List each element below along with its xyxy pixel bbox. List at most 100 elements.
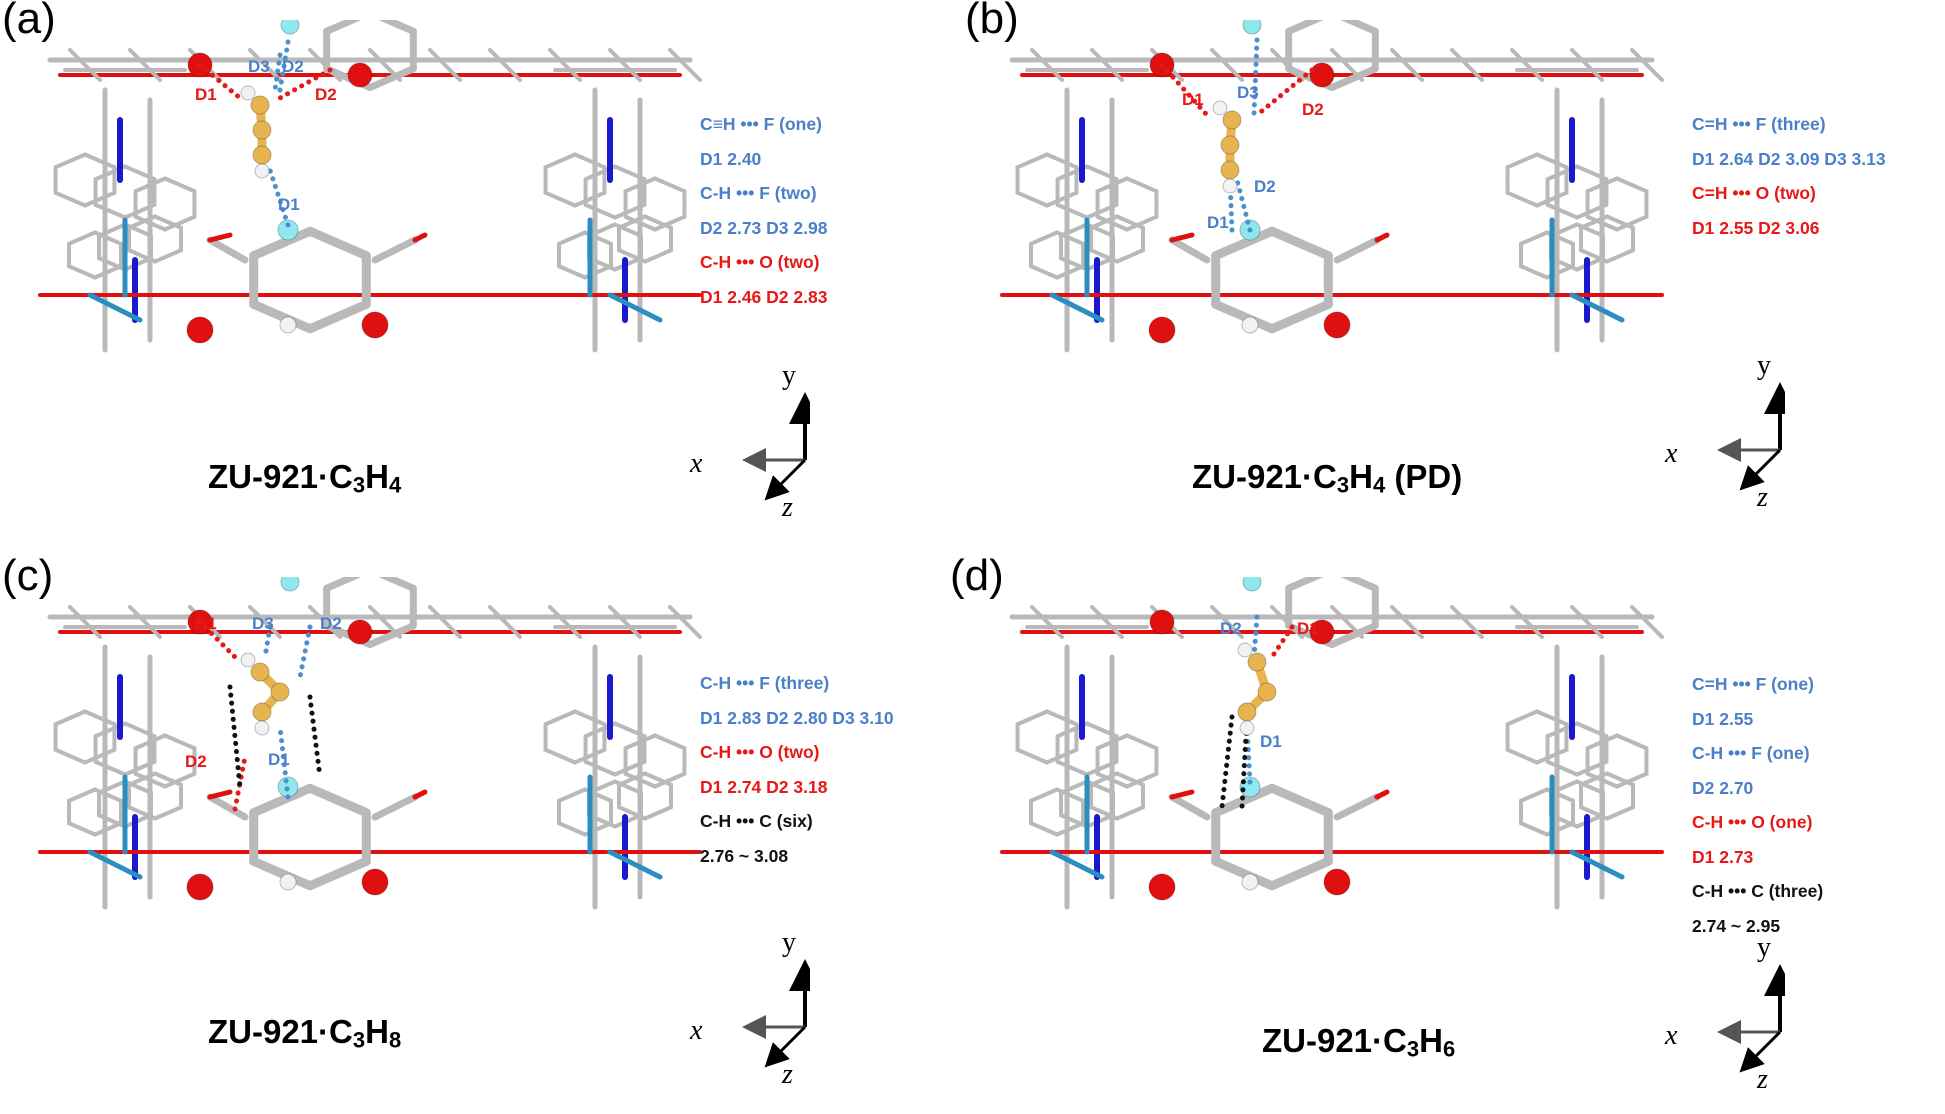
legend-line: 2.74 ~ 2.95 [1692, 915, 1781, 936]
bond [1615, 176, 1649, 194]
hbond-dotted-line [1251, 614, 1260, 660]
bond [305, 226, 371, 261]
distance-label: D3 [248, 57, 270, 76]
bond [1605, 805, 1635, 821]
bond [1570, 605, 1604, 639]
panel-caption: ZU-921·C3H4 [208, 458, 401, 498]
legend-line: D1 2.74 D2 3.18 [700, 776, 828, 797]
bond [428, 605, 462, 639]
bond [643, 805, 673, 821]
bond [543, 747, 577, 765]
oxygen-atom [361, 311, 389, 339]
hydrogen-atom [279, 873, 297, 891]
bond [1519, 787, 1549, 803]
bond [1029, 230, 1059, 246]
bond [1545, 202, 1579, 220]
bond [1340, 20, 1379, 35]
panel-letter: (b) [965, 0, 1019, 43]
bond [557, 787, 587, 803]
bond [305, 299, 371, 334]
bond [163, 214, 197, 232]
legend-line: C-H ••• C (three) [1692, 881, 1824, 901]
bond [206, 236, 249, 264]
distance-label: D1 [1260, 732, 1282, 751]
bond [1374, 789, 1390, 800]
bond [1267, 299, 1333, 334]
bond [53, 190, 87, 208]
bond [1505, 190, 1539, 208]
bond [1328, 622, 1379, 648]
bond [543, 709, 577, 727]
bond [1630, 48, 1664, 82]
bond [1519, 821, 1549, 837]
oxygen-atom [1309, 62, 1335, 88]
bond [1125, 214, 1159, 232]
bond [573, 747, 607, 765]
hydrogen-atom [254, 163, 270, 179]
bond [1115, 214, 1145, 230]
bond [1030, 605, 1064, 639]
bond [668, 605, 702, 639]
bond [548, 48, 582, 82]
guest-carbon-atom [270, 682, 290, 702]
axis-y-label: y [782, 360, 796, 391]
bond [1210, 48, 1244, 82]
distance-label: D1 [278, 195, 300, 214]
bond [1285, 20, 1324, 35]
hbond-dotted-line [1251, 37, 1260, 118]
bond [378, 577, 417, 592]
bond [1029, 787, 1059, 803]
bond [1045, 152, 1079, 170]
bond [83, 152, 117, 170]
hbond-dotted-line [277, 39, 291, 93]
guest-carbon-atom [252, 702, 272, 722]
legend-line: C=H ••• O (two) [1692, 183, 1816, 203]
panel-letter: (c) [2, 551, 54, 600]
axis-indicator: y x z [690, 360, 821, 523]
bond [1374, 232, 1390, 243]
bond [583, 202, 617, 220]
legend-line: D2 2.73 D3 2.98 [700, 217, 828, 238]
bond [1535, 190, 1569, 208]
bond [1210, 605, 1244, 639]
oxygen-atom [1323, 311, 1351, 339]
bond [1211, 783, 1277, 818]
bond [1340, 577, 1379, 592]
fluorine-atom [280, 20, 300, 35]
bond [557, 230, 587, 246]
bond [1045, 747, 1079, 765]
hbond-dotted-line [227, 684, 243, 790]
bond [1605, 248, 1635, 264]
axis-x-label: x [1665, 1020, 1678, 1051]
bond [1015, 190, 1049, 208]
axis-z-label: z [782, 1059, 793, 1090]
bond [87, 292, 143, 323]
bond [1545, 759, 1579, 777]
guest-carbon-atom [1220, 135, 1240, 155]
bond [248, 605, 282, 639]
bond [1390, 605, 1424, 639]
bond [1115, 248, 1145, 264]
bond [206, 793, 249, 821]
legend-line: C-H ••• F (one) [1692, 743, 1810, 763]
bond [53, 709, 87, 727]
guest-carbon-atom [252, 120, 272, 140]
axis-y-label: y [1757, 932, 1771, 963]
interaction-legend-b: C=H ••• F (three) D1 2.64 D2 3.09 D3 3.1… [1692, 107, 1886, 245]
bond [1570, 48, 1604, 82]
legend-line: C-H ••• F (three) [700, 673, 830, 693]
bond [1510, 48, 1544, 82]
bond [1450, 48, 1484, 82]
distance-label: D2 [315, 85, 337, 104]
bond [305, 856, 371, 891]
bond [249, 226, 315, 261]
bond [643, 214, 673, 230]
oxygen-atom [347, 619, 373, 645]
axis-arrows [1717, 382, 1796, 491]
bond [1115, 805, 1145, 821]
bond [1125, 733, 1159, 751]
bond [653, 771, 687, 789]
bond [1630, 605, 1664, 639]
bond [68, 605, 102, 639]
